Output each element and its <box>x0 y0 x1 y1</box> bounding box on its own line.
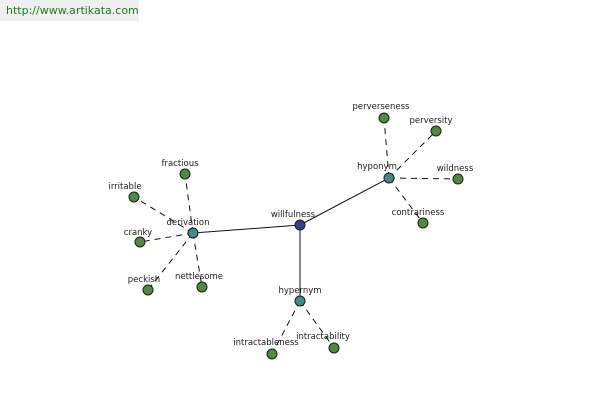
node-intractability[interactable] <box>328 342 340 354</box>
node-nettlesome[interactable] <box>196 281 208 293</box>
label-hyponym: hyponym <box>357 162 397 172</box>
node-wildness[interactable] <box>452 173 464 185</box>
node-irritable[interactable] <box>128 191 140 203</box>
node-hypernym[interactable] <box>294 295 306 307</box>
edge-willfulness-derivation <box>192 224 301 234</box>
label-derivation: derivation <box>166 218 209 228</box>
node-perverseness[interactable] <box>378 112 390 124</box>
node-intractableness[interactable] <box>266 348 278 360</box>
nodes-layer <box>128 112 464 360</box>
edges-layer <box>133 117 459 355</box>
label-cranky: cranky <box>124 228 152 238</box>
edge-derivation-nettlesome <box>192 232 203 288</box>
node-willfulness[interactable] <box>294 219 306 231</box>
label-willfulness: willfulness <box>271 210 316 220</box>
node-derivation[interactable] <box>187 227 199 239</box>
node-perversity[interactable] <box>430 125 442 137</box>
node-peckish[interactable] <box>142 284 154 296</box>
edge-derivation-cranky <box>139 232 194 243</box>
source-url-banner[interactable]: http://www.artikata.com <box>0 0 139 21</box>
label-intractability: intractability <box>296 332 350 342</box>
label-perverseness: perverseness <box>352 102 410 112</box>
labels-layer: willfulness derivation fractious irritable c… <box>108 102 473 348</box>
label-peckish: peckish <box>128 275 160 285</box>
label-intractableness: intractableness <box>233 338 299 348</box>
edge-hyponym-wildness <box>388 177 459 180</box>
node-fractious[interactable] <box>179 168 191 180</box>
label-contrariness: contrariness <box>392 208 445 218</box>
label-perversity: perversity <box>409 116 452 126</box>
edge-derivation-irritable <box>133 196 194 234</box>
edge-hyponym-perversity <box>388 130 437 179</box>
edge-derivation-fractious <box>184 173 194 234</box>
edge-hypernym-intractableness <box>271 300 301 355</box>
node-hyponym[interactable] <box>383 172 395 184</box>
edge-willfulness-hyponym <box>299 177 390 226</box>
edge-hyponym-contrariness <box>388 177 424 224</box>
edge-derivation-peckish <box>147 232 194 291</box>
label-wildness: wildness <box>437 164 474 174</box>
label-nettlesome: nettlesome <box>175 272 223 282</box>
label-irritable: irritable <box>108 182 141 192</box>
label-hypernym: hypernym <box>278 286 321 296</box>
node-cranky[interactable] <box>134 236 146 248</box>
edge-hypernym-intractability <box>299 300 335 349</box>
label-fractious: fractious <box>161 159 199 169</box>
node-contrariness[interactable] <box>417 217 429 229</box>
